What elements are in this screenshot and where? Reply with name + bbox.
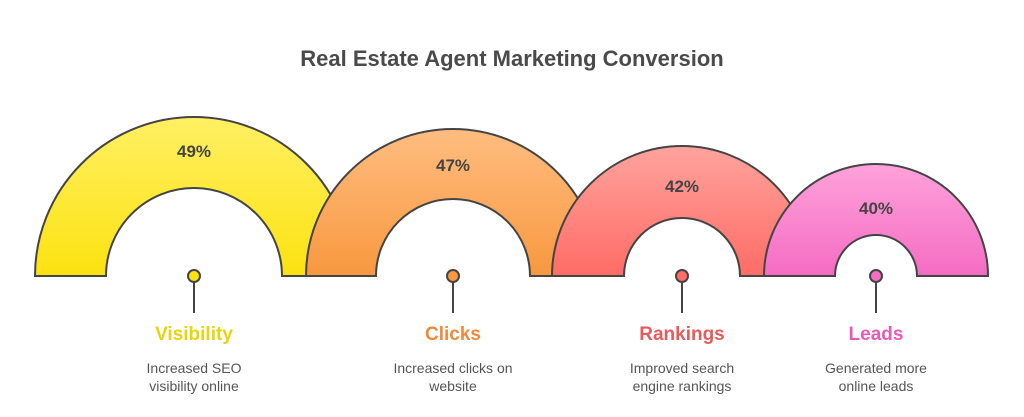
marker-dot (869, 269, 883, 283)
percent-label: 42% (665, 177, 699, 196)
arc-visibility (33, 116, 355, 277)
stage-description: Increased SEO visibility online (94, 359, 294, 395)
description-line: online leads (838, 378, 914, 394)
description-line: Generated more (825, 360, 927, 376)
marker-dot (446, 269, 460, 283)
description-line: Increased clicks on (393, 360, 513, 376)
percent-label: 40% (859, 199, 893, 218)
description-line: Increased SEO (146, 360, 242, 376)
arc-leads (762, 163, 990, 277)
stage-description: Increased clicks on website (353, 359, 553, 395)
stage-label: Rankings (639, 324, 725, 345)
stage-label: Clicks (425, 324, 481, 345)
description-line: website (429, 378, 477, 394)
stage-label: Leads (848, 324, 904, 345)
diagram-title: Real Estate Agent Marketing Conversion (300, 46, 724, 71)
stage-description: Generated more online leads (776, 359, 976, 395)
marker-dot (675, 269, 689, 283)
marker-dot (187, 269, 201, 283)
stage-description: Improved search engine rankings (582, 359, 782, 395)
percent-label: 47% (436, 156, 470, 175)
stage-label: Visibility (155, 324, 233, 345)
percent-label: 49% (177, 142, 211, 161)
description-line: Improved search (629, 360, 735, 376)
description-line: engine rankings (632, 378, 732, 394)
description-line: visibility online (149, 378, 239, 394)
